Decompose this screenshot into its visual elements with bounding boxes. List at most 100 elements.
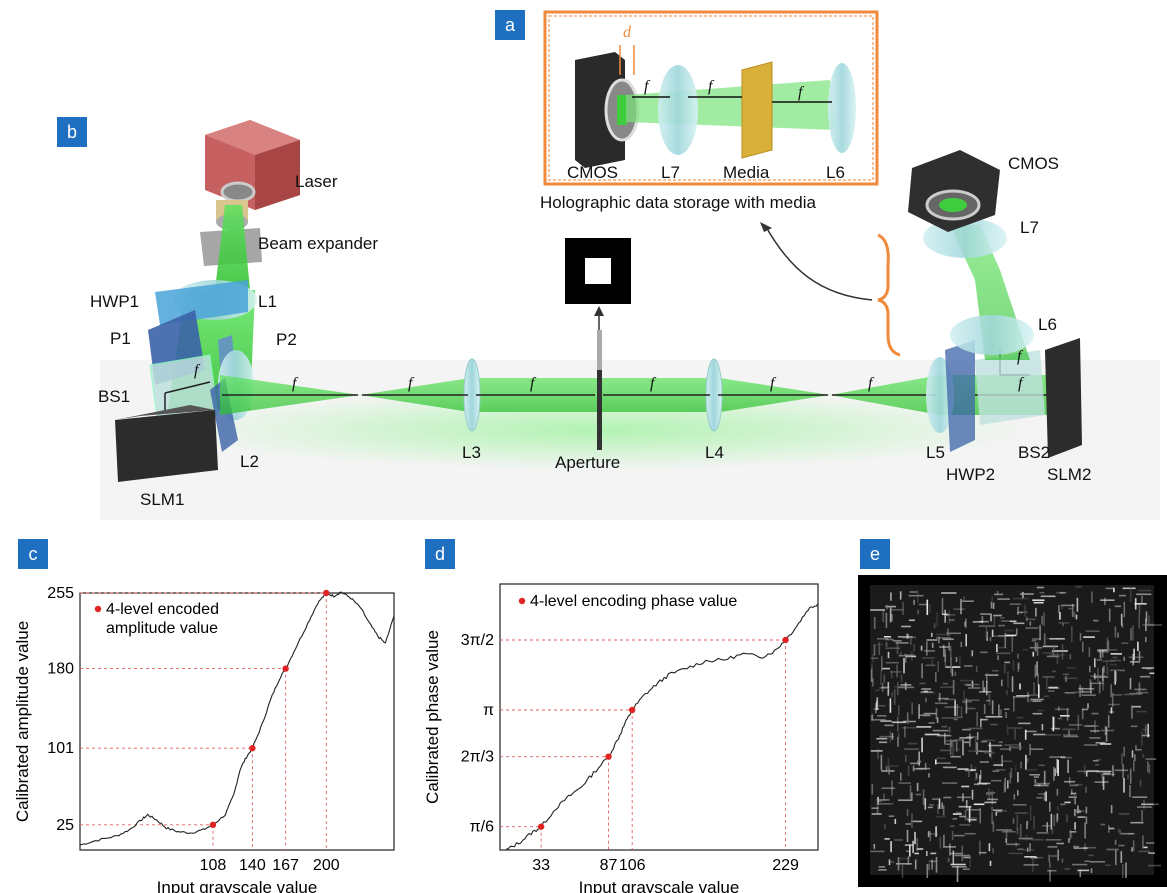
hologram-speckle bbox=[1129, 677, 1132, 690]
hologram-speckle bbox=[944, 609, 946, 623]
hologram-speckle bbox=[1084, 860, 1090, 863]
hologram-speckle bbox=[1048, 690, 1055, 692]
hologram-speckle bbox=[1045, 791, 1047, 802]
hologram-speckle bbox=[1123, 746, 1125, 757]
hologram-speckle bbox=[1141, 596, 1143, 604]
hologram-speckle bbox=[905, 823, 912, 825]
hologram-speckle bbox=[953, 834, 965, 837]
hologram-speckle bbox=[897, 857, 900, 871]
hologram-speckle bbox=[924, 733, 940, 736]
hologram-speckle bbox=[898, 686, 915, 689]
hologram-speckle bbox=[1141, 803, 1154, 806]
hologram-speckle bbox=[1030, 698, 1044, 701]
hologram-speckle bbox=[947, 614, 956, 616]
y-tick-label: 25 bbox=[56, 817, 74, 834]
hologram-speckle bbox=[1113, 587, 1115, 593]
hologram-speckle bbox=[1106, 848, 1119, 851]
hologram-speckle bbox=[1010, 767, 1013, 778]
hologram-speckle bbox=[906, 712, 909, 724]
hologram-speckle bbox=[926, 864, 929, 878]
panel-tag-a: a bbox=[495, 10, 525, 40]
hologram-speckle bbox=[1099, 649, 1102, 658]
hologram-speckle bbox=[1149, 672, 1155, 675]
hologram-speckle bbox=[928, 722, 935, 724]
hologram-speckle bbox=[1131, 705, 1141, 708]
hologram-speckle bbox=[952, 813, 962, 815]
hologram-speckle bbox=[991, 779, 1002, 782]
hologram-speckle bbox=[875, 702, 877, 714]
hologram-speckle bbox=[1063, 780, 1076, 783]
hologram-speckle bbox=[1053, 814, 1056, 827]
hologram-speckle bbox=[1018, 722, 1031, 725]
hologram-speckle bbox=[980, 613, 992, 615]
hologram-speckle bbox=[885, 638, 894, 641]
hologram-speckle bbox=[992, 809, 1003, 811]
hologram-speckle bbox=[977, 782, 991, 785]
hologram-speckle bbox=[1056, 788, 1059, 796]
hologram-speckle bbox=[995, 652, 1011, 655]
hologram-speckle bbox=[905, 755, 907, 762]
hologram-speckle bbox=[1101, 649, 1104, 658]
hologram-speckle bbox=[1084, 843, 1086, 851]
hologram-speckle bbox=[1029, 843, 1031, 852]
hologram-speckle bbox=[990, 614, 992, 622]
hologram-speckle bbox=[913, 644, 915, 652]
hologram-speckle bbox=[891, 780, 893, 796]
hologram-speckle bbox=[1147, 624, 1163, 626]
hologram-speckle bbox=[1119, 594, 1127, 597]
hologram-speckle bbox=[1139, 779, 1142, 787]
hologram-speckle bbox=[879, 687, 890, 689]
hologram-speckle bbox=[896, 664, 898, 678]
hologram-speckle bbox=[1038, 684, 1040, 698]
hologram-speckle bbox=[1060, 604, 1075, 607]
hologram-speckle bbox=[1118, 813, 1130, 815]
inset-f-label-2: f bbox=[708, 78, 713, 95]
hologram-speckle bbox=[1054, 768, 1056, 777]
hologram-speckle bbox=[1009, 603, 1021, 605]
hologram-speckle bbox=[1087, 703, 1089, 709]
plate-near-l2 bbox=[210, 378, 238, 452]
hologram-speckle bbox=[1075, 614, 1078, 620]
inset-d-label: d bbox=[623, 24, 631, 41]
hologram-speckle bbox=[923, 712, 937, 715]
hologram-speckle bbox=[1105, 864, 1111, 866]
hologram-speckle bbox=[1132, 653, 1134, 666]
hologram-speckle bbox=[898, 705, 900, 716]
hologram-speckle bbox=[1067, 759, 1069, 773]
hologram-speckle bbox=[952, 818, 957, 820]
hologram-speckle bbox=[969, 855, 971, 868]
hologram-speckle bbox=[1145, 611, 1148, 623]
hologram-speckle bbox=[975, 773, 978, 779]
hologram-speckle bbox=[1069, 654, 1072, 660]
hologram-speckle bbox=[1136, 748, 1142, 751]
hologram-speckle bbox=[986, 673, 988, 683]
hologram-speckle bbox=[1025, 730, 1037, 733]
hologram-speckle bbox=[1013, 696, 1026, 698]
hologram-speckle bbox=[1100, 599, 1115, 601]
hologram-speckle bbox=[1005, 838, 1008, 843]
hologram-speckle bbox=[871, 719, 886, 721]
hologram-speckle bbox=[1033, 682, 1035, 695]
hologram-speckle bbox=[1043, 633, 1046, 645]
hologram-speckle bbox=[1101, 775, 1103, 780]
hologram-speckle bbox=[1001, 679, 1003, 687]
hologram-speckle bbox=[935, 759, 937, 765]
hologram-speckle bbox=[1006, 724, 1009, 735]
x-tick-label: 33 bbox=[532, 857, 550, 874]
slm2 bbox=[1045, 338, 1082, 458]
hologram-speckle bbox=[1120, 613, 1123, 626]
hologram-speckle bbox=[1039, 591, 1045, 594]
hologram-speckle bbox=[1142, 753, 1145, 758]
inset-caption: Holographic data storage with media bbox=[540, 193, 816, 212]
hologram-speckle bbox=[872, 678, 874, 687]
hologram-speckle bbox=[993, 635, 1006, 637]
hologram-speckle bbox=[1052, 716, 1055, 732]
hologram-speckle bbox=[890, 592, 892, 601]
hologram-speckle bbox=[898, 654, 912, 657]
hologram-speckle bbox=[941, 717, 956, 719]
inset-media bbox=[741, 61, 773, 159]
hologram-speckle bbox=[927, 831, 930, 838]
hologram-speckle bbox=[980, 718, 988, 721]
hologram-speckle bbox=[901, 625, 911, 628]
encoded-point bbox=[209, 821, 217, 829]
